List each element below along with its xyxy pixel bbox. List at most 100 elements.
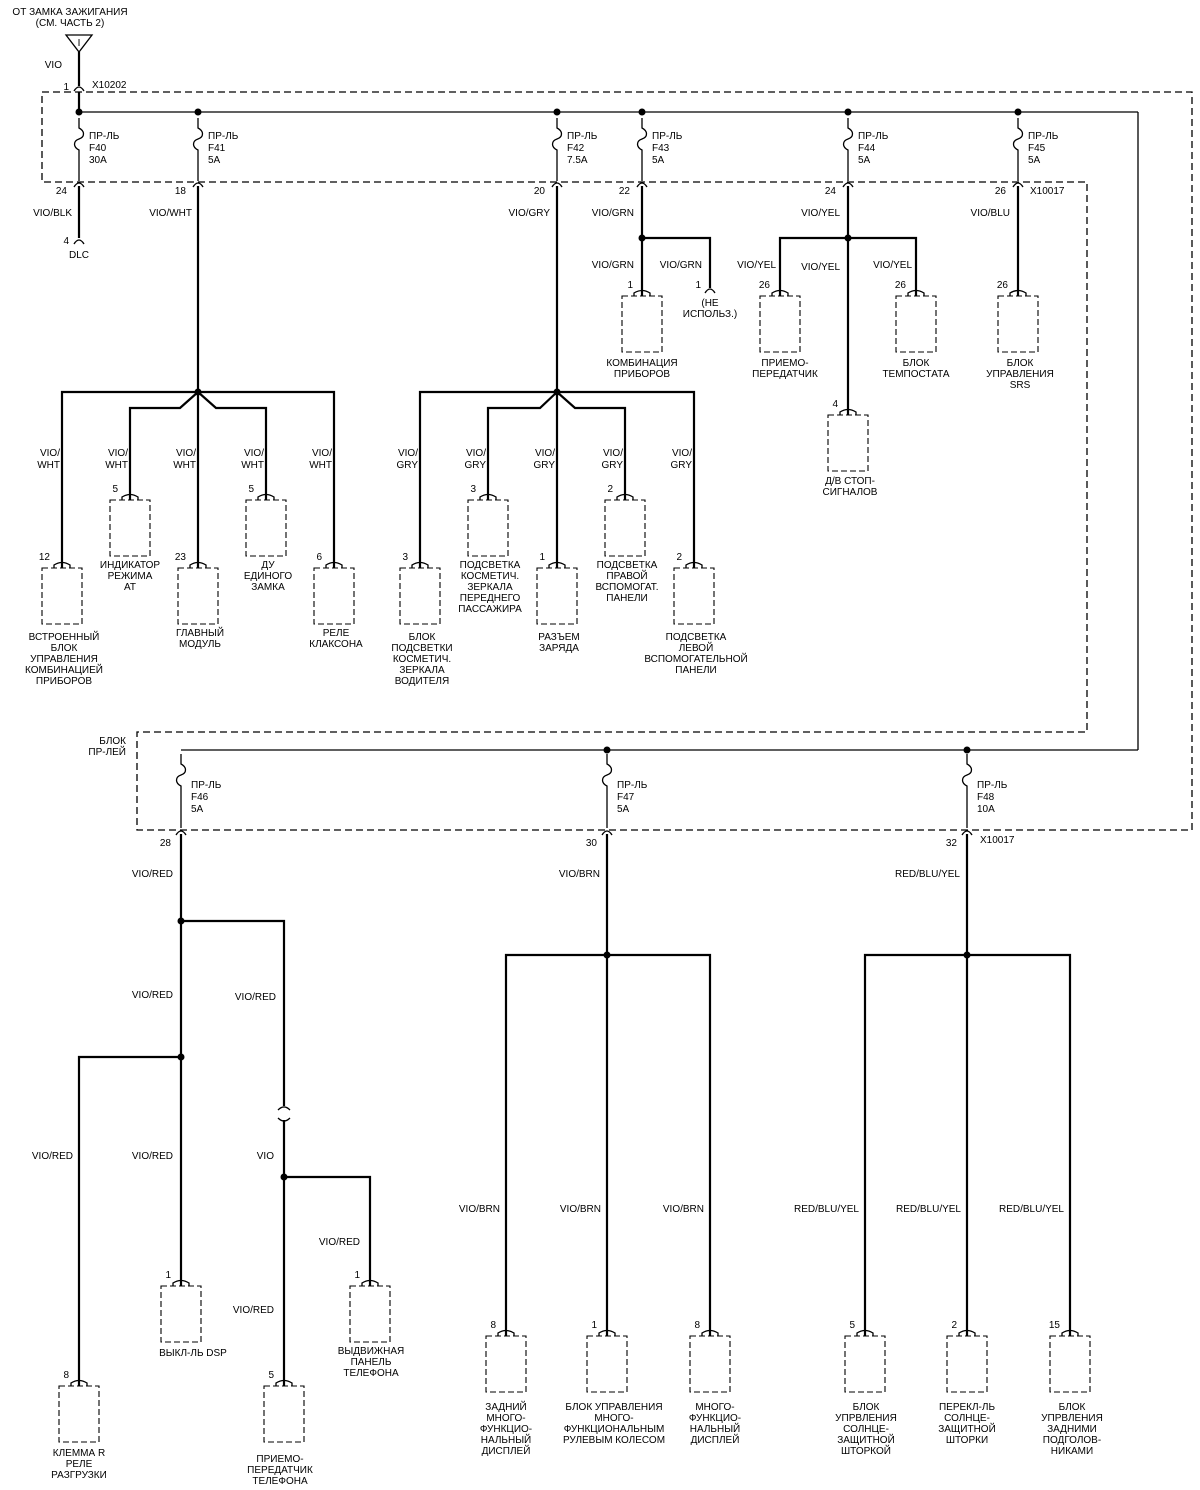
pin-number: 4 bbox=[63, 236, 69, 247]
pin-number: 23 bbox=[175, 552, 187, 563]
component-label: ВОДИТЕЛЯ bbox=[395, 676, 449, 687]
wire-color: VIO/WHT bbox=[149, 208, 192, 219]
component-box bbox=[399, 567, 441, 625]
connector-symbol bbox=[907, 289, 925, 296]
component-label: МНОГО- bbox=[695, 1402, 734, 1413]
component-label: ПРИЕМО- bbox=[761, 358, 808, 369]
pin-number: 24 bbox=[56, 186, 68, 197]
pin-number: 2 bbox=[607, 484, 613, 495]
component-label: ПОДСВЕТКИ bbox=[391, 643, 452, 654]
component-box bbox=[245, 499, 287, 557]
component-label: РАЗГРУЗКИ bbox=[51, 1470, 107, 1481]
component-label: ЕДИНОГО bbox=[244, 571, 292, 582]
relay-block-label: ПР-ЛЕЙ bbox=[88, 745, 126, 758]
wire bbox=[863, 953, 967, 1336]
wire bbox=[778, 236, 848, 296]
dlc-label: DLC bbox=[69, 250, 89, 261]
component-label: УПРАВЛЕНИЯ bbox=[986, 369, 1054, 380]
component-label: РУЛЕВЫМ КОЛЕСОМ bbox=[563, 1435, 665, 1446]
connector-symbol bbox=[70, 1379, 88, 1386]
wire-color: VIO/ bbox=[312, 448, 332, 459]
wire-color: RED/BLU/YEL bbox=[895, 869, 960, 880]
fuse-connector bbox=[636, 182, 648, 188]
component-label: БЛОК bbox=[853, 1402, 880, 1413]
fuse-rating: 30A bbox=[89, 155, 107, 166]
fuse-rating: 5A bbox=[617, 804, 630, 815]
pin-number: 28 bbox=[160, 838, 172, 849]
wire-color: VIO/BRN bbox=[663, 1204, 704, 1215]
fuse-F40 bbox=[73, 118, 85, 158]
fuse-label: ПР-ЛЬ bbox=[652, 131, 683, 142]
wire bbox=[967, 953, 1072, 1336]
pin-number: 1 bbox=[591, 1320, 597, 1331]
component-box bbox=[313, 567, 355, 625]
fuse-F42 bbox=[551, 118, 563, 158]
pin-number: 3 bbox=[402, 552, 408, 563]
wire bbox=[60, 390, 198, 568]
wire-color: VIO/YEL bbox=[801, 208, 840, 219]
wire-color: VIO/GRY bbox=[509, 208, 551, 219]
fuse-name: F43 bbox=[652, 143, 670, 154]
component-label: ТЕЛЕФОНА bbox=[252, 1476, 308, 1487]
component-label: БЛОК bbox=[51, 643, 78, 654]
component-box bbox=[689, 1335, 731, 1393]
wire-color: GRY bbox=[602, 460, 624, 471]
wire-color: VIO/BRN bbox=[560, 1204, 601, 1215]
wire-color: VIO/ bbox=[603, 448, 623, 459]
connector-symbol bbox=[1061, 1329, 1079, 1336]
wire-color: WHT bbox=[105, 460, 128, 471]
component-label: УПРВЛЕНИЯ bbox=[835, 1413, 897, 1424]
connector-id: X10017 bbox=[980, 835, 1015, 846]
wire-color: VIO/RED bbox=[132, 1151, 173, 1162]
dlc-connector bbox=[73, 239, 85, 245]
fuse-rating: 7.5A bbox=[567, 155, 588, 166]
wire-color: VIO/BRN bbox=[559, 869, 600, 880]
pin-number: 24 bbox=[825, 186, 837, 197]
component-label: ПРИБОРОВ bbox=[614, 369, 671, 380]
fuse-rating: 5A bbox=[858, 155, 871, 166]
component-label: ЗАДНИЙ bbox=[485, 1400, 526, 1413]
component-label: ЗАЩИТНОЙ bbox=[938, 1422, 996, 1435]
wire-color: VIO/ bbox=[398, 448, 418, 459]
component-label: РЕЖИМА bbox=[108, 571, 153, 582]
pin-number: 2 bbox=[951, 1320, 957, 1331]
component-label: ВСТРОЕННЫЙ bbox=[29, 630, 100, 643]
pin-number: 1 bbox=[165, 1270, 171, 1281]
component-label: КЛЕММА R bbox=[53, 1448, 105, 1459]
wire-color: RED/BLU/YEL bbox=[794, 1204, 859, 1215]
component-box bbox=[536, 567, 578, 625]
component-label: AT bbox=[124, 582, 136, 593]
fuse-name: F48 bbox=[977, 792, 995, 803]
component-label: ПАНЕЛИ bbox=[675, 665, 717, 676]
connector-symbol bbox=[361, 1279, 379, 1286]
wires-layer bbox=[41, 34, 1193, 1443]
pin-number: 5 bbox=[849, 1320, 855, 1331]
wire bbox=[197, 391, 268, 500]
component-label: Д/В СТОП- bbox=[825, 476, 875, 487]
wire-color: VIO/RED bbox=[235, 992, 276, 1003]
wire-color: VIO/GRN bbox=[592, 260, 634, 271]
component-box bbox=[827, 414, 869, 472]
connector-symbol bbox=[1009, 289, 1027, 296]
component-label: ДУ bbox=[261, 560, 275, 571]
pin-number: 26 bbox=[995, 186, 1007, 197]
component-label: ПЕРЕДАТЧИК bbox=[752, 369, 818, 380]
pin-number: 5 bbox=[268, 1370, 274, 1381]
component-label: УПРВЛЕНИЯ bbox=[1041, 1413, 1103, 1424]
component-label: ПРИБОРОВ bbox=[36, 676, 93, 687]
wire-color: VIO/ bbox=[244, 448, 264, 459]
connector-symbol bbox=[53, 561, 71, 568]
component-box bbox=[586, 1335, 628, 1393]
component-label: БЛОК bbox=[1059, 1402, 1086, 1413]
component-label: ПОДГОЛОВ- bbox=[1043, 1435, 1101, 1446]
component-label: ШТОРКОЙ bbox=[841, 1444, 891, 1457]
wire bbox=[418, 390, 557, 568]
component-label: SRS bbox=[1010, 380, 1031, 391]
fuse-rating: 5A bbox=[1028, 155, 1041, 166]
wire bbox=[486, 391, 558, 500]
component-label: ВЫДВИЖНАЯ bbox=[338, 1346, 405, 1357]
wire bbox=[848, 236, 918, 296]
component-label: ПРАВОЙ bbox=[606, 569, 647, 582]
splice-dot bbox=[553, 108, 561, 116]
wire-color: VIO/ bbox=[108, 448, 128, 459]
